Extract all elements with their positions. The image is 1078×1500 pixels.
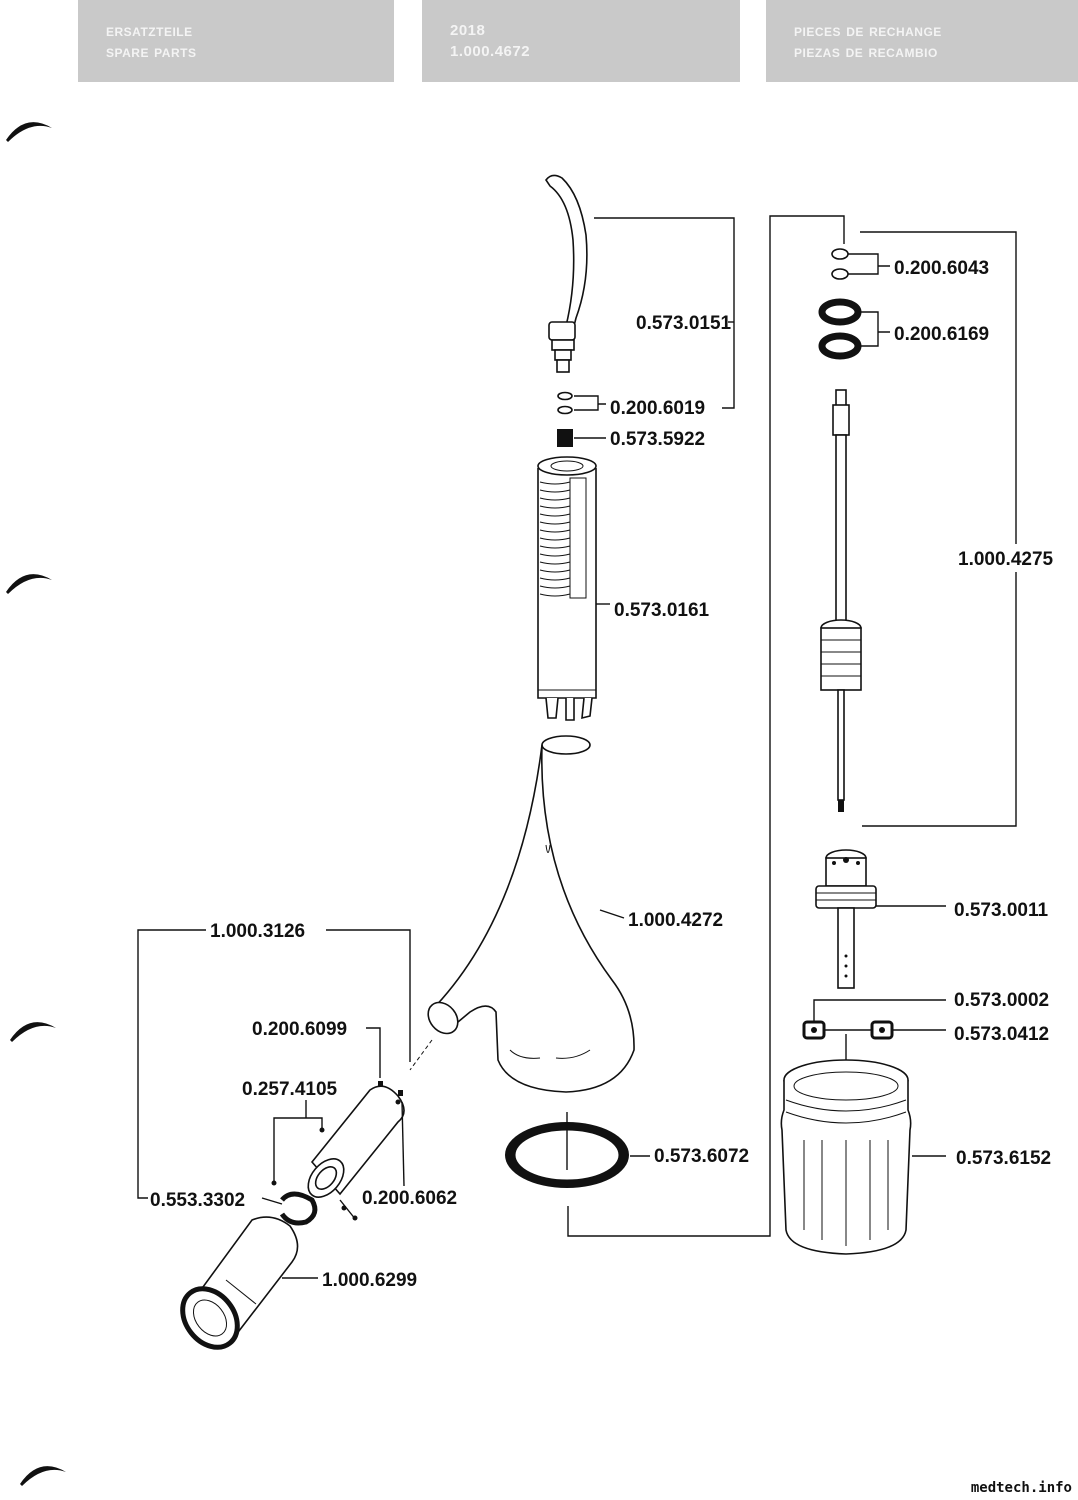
circlip-ring-part: [279, 1191, 318, 1226]
grip-ridge: [539, 561, 571, 565]
label-0-573-0002: 0.573.0002: [954, 990, 1049, 1011]
callout-lines: [137, 215, 1017, 1279]
label-0-573-0151: 0.573.0151: [636, 313, 732, 334]
valve-housing-part: [815, 849, 877, 989]
grip-ridge: [539, 529, 571, 533]
header-title-en: Spare parts: [106, 42, 197, 61]
binder-hole-marks: [6, 122, 66, 1486]
grip-ridge: [539, 497, 571, 501]
header-article-number: 1.000.4672: [450, 43, 531, 60]
o-ring-large-1: [818, 298, 862, 326]
o-ring-tiny-1: [831, 248, 849, 260]
label-1-000-6299: 1.000.6299: [322, 1270, 417, 1291]
label-0-257-4105: 0.257.4105: [242, 1079, 338, 1100]
header-title-de: Ersatzteile: [106, 21, 193, 40]
label-0-573-0412: 0.573.0412: [954, 1024, 1049, 1045]
label-0-200-6043: 0.200.6043: [894, 258, 989, 279]
grip-ridge: [539, 553, 571, 557]
label-0-553-3302: 0.553.3302: [150, 1190, 245, 1211]
label-1-000-4275: 1.000.4275: [958, 549, 1054, 570]
label-1-000-3126: 1.000.3126: [210, 921, 305, 942]
bottle-part: [780, 1059, 912, 1255]
grip-ridge: [539, 545, 571, 549]
o-ring-small-1: [557, 391, 573, 401]
label-0-200-6062: 0.200.6062: [362, 1188, 457, 1209]
valve-stem-part: [820, 389, 862, 812]
grip-ridge: [539, 537, 571, 541]
sleeve-part: [180, 1216, 299, 1350]
label-0-200-6169: 0.200.6169: [894, 324, 989, 345]
header-title-es: Piezas de recambio: [794, 42, 938, 61]
grip-sleeve-part: [537, 456, 597, 721]
filter-nut-left: [802, 1020, 826, 1040]
grip-ridge: [539, 489, 571, 493]
o-ring-tiny-2: [831, 268, 849, 280]
header-section-middle: 2018 1.000.4672: [422, 0, 740, 82]
label-1-000-4272: 1.000.4272: [628, 910, 723, 931]
grip-ridge: [539, 569, 571, 573]
grip-ridge: [539, 521, 571, 525]
label-0-573-6152: 0.573.6152: [956, 1148, 1051, 1169]
grip-ridge: [539, 577, 571, 581]
watermark: medtech.info: [970, 1480, 1072, 1496]
label-0-573-6072: 0.573.6072: [654, 1146, 749, 1167]
grip-ridge: [539, 593, 571, 597]
seal-ring-part: [505, 1112, 629, 1188]
label-0-200-6019: 0.200.6019: [610, 398, 705, 419]
label-0-573-0011: 0.573.0011: [954, 900, 1048, 921]
coupling-assembly-part: [271, 1081, 405, 1221]
grip-ridge: [539, 513, 571, 517]
handpiece-body-part: [427, 735, 635, 1093]
filter-nut-right: [870, 1020, 894, 1040]
header-section-left: Ersatzteile Spare parts: [78, 0, 394, 82]
header-title-fr: Pieces de rechange: [794, 21, 942, 40]
label-0-200-6099: 0.200.6099: [252, 1019, 347, 1040]
header-section-right: Pieces de rechange Piezas de recambio: [766, 0, 1078, 82]
grip-ridge: [539, 481, 571, 485]
grip-ridge: [539, 585, 571, 589]
header-year: 2018: [450, 22, 486, 39]
label-0-573-5922: 0.573.5922: [610, 429, 705, 450]
o-ring-large-2: [818, 332, 862, 360]
nozzle-insert: [557, 429, 573, 447]
spray-tip-part: [545, 174, 588, 373]
o-ring-small-2: [557, 405, 573, 415]
label-0-573-0161: 0.573.0161: [614, 600, 710, 621]
grip-ridge: [539, 505, 571, 509]
